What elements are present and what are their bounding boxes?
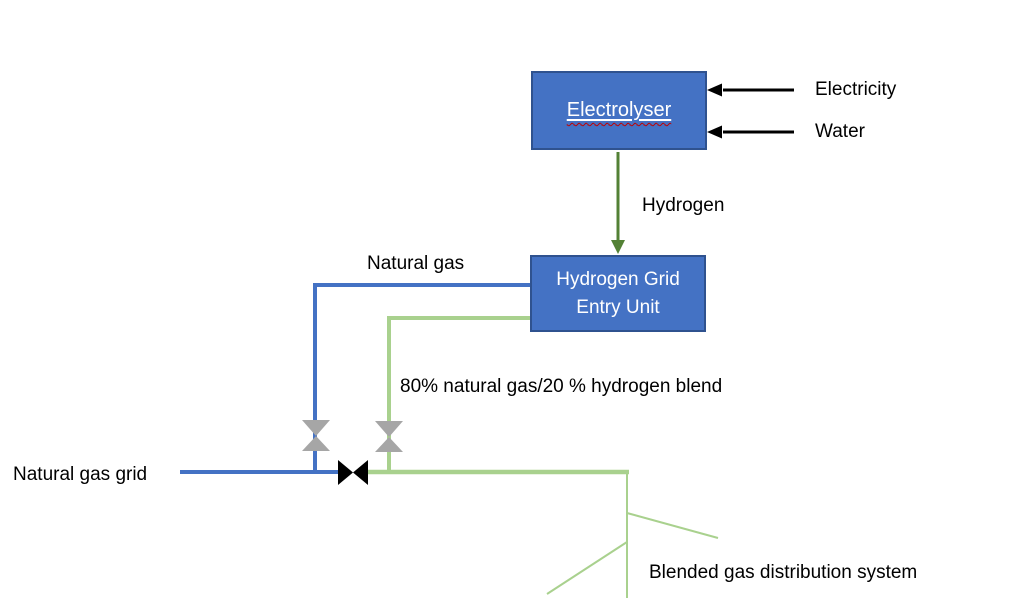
hydrogen-arrow (611, 152, 625, 254)
natural-gas-pipe (313, 283, 530, 473)
valve-natural-gas-icon (302, 420, 330, 451)
distribution-branch-lower (546, 541, 628, 595)
valve-blend-icon (375, 421, 403, 452)
blend-ratio-label: 80% natural gas/20 % hydrogen blend (400, 376, 723, 397)
blend-pipe (387, 316, 530, 471)
natural-gas-label: Natural gas (367, 253, 465, 274)
electrolyser-box: Electrolyser (531, 71, 707, 150)
water-arrow (707, 125, 794, 139)
hydrogen-label: Hydrogen (642, 195, 725, 216)
water-label: Water (815, 121, 865, 142)
arrowhead-left-icon (707, 83, 722, 97)
hydrogen-grid-entry-unit-box: Hydrogen Grid Entry Unit (530, 255, 706, 332)
arrowhead-left-icon (707, 125, 722, 139)
arrowhead-down-icon (611, 240, 625, 254)
hydrogen-grid-entry-unit-label: Hydrogen Grid Entry Unit (556, 268, 680, 318)
distribution-system-label: Blended gas distribution system (649, 562, 918, 583)
natural-gas-grid-label: Natural gas grid (13, 464, 148, 485)
electrolyser-label: Electrolyser (566, 99, 672, 121)
distribution-branch-upper (626, 512, 719, 539)
electricity-label: Electricity (815, 79, 897, 100)
electrolyser-label-decoration: Electrolyser (567, 99, 671, 122)
valve-grid-closed-icon (338, 460, 368, 485)
electricity-arrow (707, 83, 794, 97)
